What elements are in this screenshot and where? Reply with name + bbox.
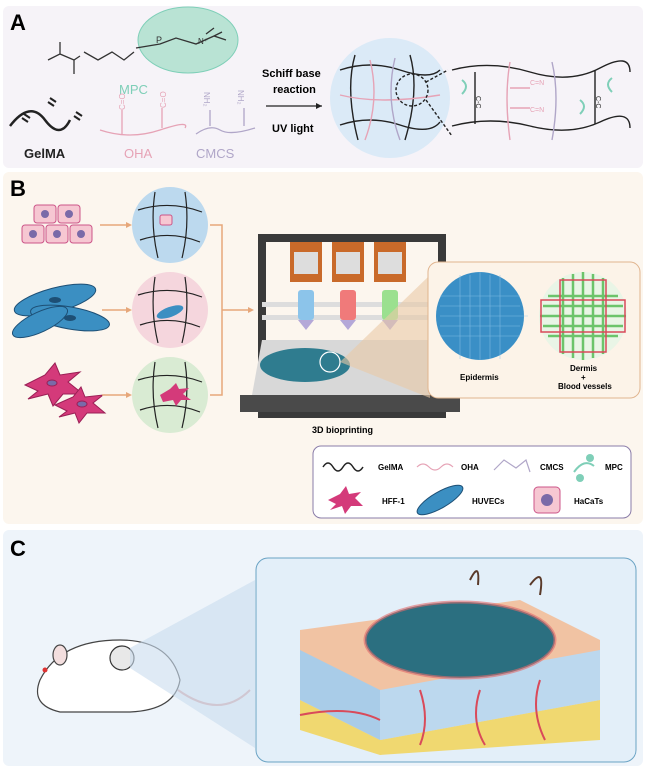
mpc-phosphocholine [135,27,227,49]
cell-to-bioink-arrows [100,222,254,398]
dermis-label-line2: + [581,373,586,382]
bond-cc-1: C-C [474,96,481,108]
atom-n: N⁺ [198,37,208,46]
reaction-label-line2: reaction [273,84,316,96]
bond-cn-1: C=N [530,80,544,87]
legend-mpc: MPC [605,463,623,472]
panel-b: B [3,172,643,524]
printed-construct [260,348,350,382]
oha-label: OHA [124,146,153,161]
cmcs-label: CMCS [196,146,235,161]
panel-a-letter: A [10,10,26,35]
oha-group-co-2: C=O [159,91,168,108]
huvec-cells [11,283,110,339]
cmcs-chain [195,108,256,135]
skin-model [299,570,600,755]
panel-c: C [3,530,643,766]
reaction-arrowhead [316,103,322,109]
legend-huvec: HUVECs [472,497,505,506]
legend: GelMA OHA CMCS MPC HFF-1 HUVECs HaCaTs [312,445,632,519]
bioprinting-label: 3D bioprinting [312,425,373,435]
panel-c-letter: C [10,536,26,561]
blood-vessels [419,679,546,746]
hacat-cells [21,204,93,244]
panel-a: A P N⁺ MPC GelMA C=O C=O OHA NH₂ NH₂ CMC… [3,6,643,168]
oha-group-co-1: C=O [118,93,127,110]
dermis-label-line3: Blood vessels [558,382,612,391]
mpc-label: MPC [119,82,148,97]
legend-hff: HFF-1 [382,497,405,506]
legend-oha: OHA [461,463,479,472]
legend-gelma: GelMA [378,463,404,472]
cartridge-blue [298,290,314,320]
oha-chain [99,108,187,136]
implanted-scaffold [365,602,555,678]
dermis-layer [300,650,380,740]
gelma-chain [9,110,72,132]
zoom-cone [340,275,430,398]
hydrogel-network [339,54,453,141]
magnify-cone [130,580,255,748]
legend-cmcs: CMCS [540,463,564,472]
panel-a-background [3,6,643,168]
hff-cells [23,362,107,424]
hair-follicles [469,570,543,596]
reaction-label-line1: Schiff base [262,68,321,80]
cmcs-group-nh2-1: NH₂ [202,92,211,107]
legend-box [312,445,632,519]
fat-layer [300,700,600,755]
reaction-label-line3: UV light [272,123,314,135]
cartridge-red [340,290,356,320]
vessel-pattern [559,279,607,353]
panel-b-letter: B [10,176,26,201]
atom-p: P [156,35,162,45]
mpc-structure [47,42,135,74]
printer-base [240,395,460,412]
mpc-highlight [137,6,239,74]
bond-cc-2: C-C [594,96,601,108]
bioink-circles [132,187,208,433]
gelma-label: GelMA [24,146,66,161]
gelma-methacryl-groups [21,97,83,123]
crosslink-detail [451,60,631,141]
bond-cn-2: C=N [530,107,544,114]
legend-hacat: HaCaTs [574,497,604,506]
cmcs-group-nh2-2: NH₂ [236,90,245,105]
epidermis-label: Epidermis [460,373,499,382]
hydrogel-network-bg [330,38,450,158]
dermis-label-line1: Dermis [570,364,598,373]
